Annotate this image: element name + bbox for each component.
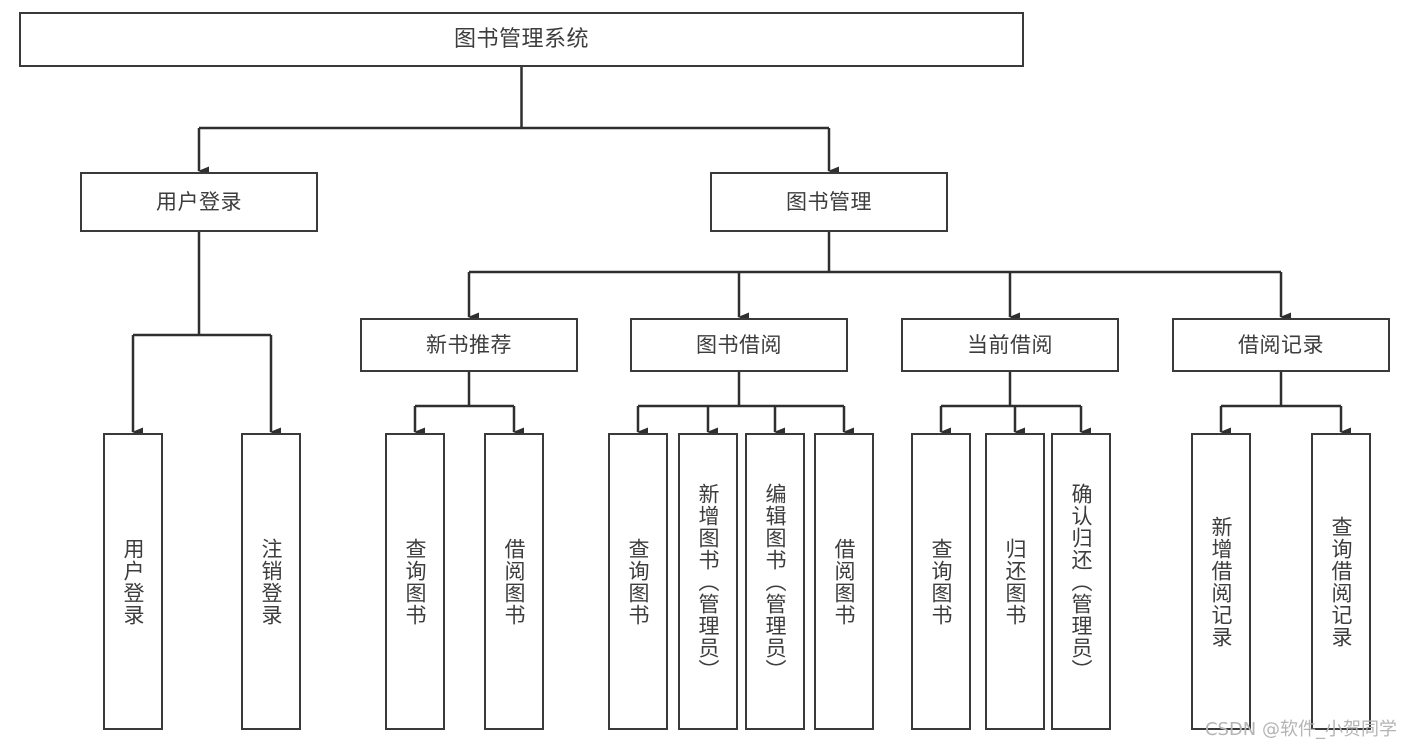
node-label: 新增图书（管理员） [696,482,721,681]
node-label: 图书管理系统 [453,26,589,52]
edges-group [131,67,1351,437]
node-l3-12: 新增借阅记录 [1191,433,1251,730]
node-l2-current: 当前借阅 [901,318,1119,372]
node-l2-borrow: 图书借阅 [630,318,848,372]
node-l3-5: 查询图书 [608,433,668,730]
node-root: 图书管理系统 [19,12,1024,67]
node-label: 查询图书 [626,537,651,626]
node-label: 注销登录 [259,537,284,626]
node-label: 借阅记录 [1238,332,1324,357]
node-label: 当前借阅 [967,332,1053,357]
node-label: 借阅图书 [832,537,857,626]
node-label: 用户登录 [121,537,146,626]
node-l3-10: 归还图书 [985,433,1045,730]
node-l3-13: 查询借阅记录 [1311,433,1371,730]
node-l3-6: 新增图书（管理员） [678,433,738,730]
watermark-text: CSDN @软件_小贺同学 [1204,719,1397,740]
node-l3-1: 用户登录 [103,433,163,730]
node-label: 借阅图书 [502,537,527,626]
node-label: 用户登录 [156,189,242,214]
node-l3-4: 借阅图书 [484,433,544,730]
node-l3-8: 借阅图书 [814,433,874,730]
node-label: 查询借阅记录 [1329,515,1354,648]
node-l2-newbook: 新书推荐 [360,318,578,372]
node-l1-login: 用户登录 [80,172,318,232]
node-label: 图书借阅 [696,332,782,357]
node-l3-7: 编辑图书（管理员） [745,433,805,730]
node-l3-11: 确认归还（管理员） [1051,433,1111,730]
node-label: 归还图书 [1003,537,1028,626]
node-label: 查询图书 [403,537,428,626]
node-l3-2: 注销登录 [241,433,301,730]
node-l1-manage: 图书管理 [710,172,948,232]
node-label: 新书推荐 [426,332,512,357]
node-label: 查询图书 [929,537,954,626]
node-label: 编辑图书（管理员） [763,482,788,681]
node-l2-record: 借阅记录 [1172,318,1390,372]
node-label: 新增借阅记录 [1209,515,1234,648]
node-l3-9: 查询图书 [911,433,971,730]
node-label: 图书管理 [786,189,872,214]
node-l3-3: 查询图书 [385,433,445,730]
node-label: 确认归还（管理员） [1069,482,1094,681]
